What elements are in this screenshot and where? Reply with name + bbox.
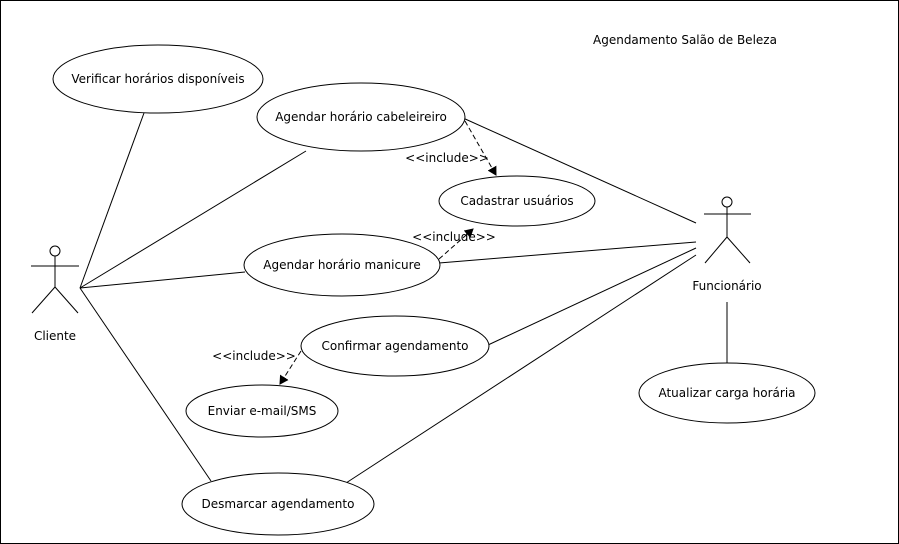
- assoc-cliente-verificar: [79, 112, 145, 289]
- assoc-cliente-agendar-manicure: [79, 271, 246, 289]
- use-case-atualizar-carga-label: Atualizar carga horária: [658, 386, 795, 400]
- use-case-cadastrar-usuarios-label: Cadastrar usuários: [460, 194, 573, 208]
- use-case-agendar-manicure[interactable]: Agendar horário manicure: [243, 233, 441, 297]
- use-case-verificar[interactable]: Verificar horários disponíveis: [52, 44, 264, 114]
- assoc-funcionario-agendar-cabeleireiro: [462, 117, 697, 224]
- use-case-desmarcar-agendamento-label: Desmarcar agendamento: [202, 497, 355, 511]
- include-arrow-cadastrar: [464, 120, 497, 176]
- include-dependencies: [279, 120, 497, 385]
- include-arrow-enviar: [279, 350, 302, 385]
- diagram-title: Agendamento Salão de Beleza: [593, 33, 777, 47]
- use-case-atualizar-carga[interactable]: Atualizar carga horária: [638, 362, 816, 424]
- use-case-verificar-label: Verificar horários disponíveis: [71, 72, 244, 86]
- use-case-desmarcar-agendamento[interactable]: Desmarcar agendamento: [181, 472, 375, 536]
- use-case-agendar-cabeleireiro[interactable]: Agendar horário cabeleireiro: [256, 82, 466, 152]
- use-case-enviar-email[interactable]: Enviar e-mail/SMS: [185, 384, 339, 438]
- actor-funcionario-label: Funcionário: [692, 279, 761, 293]
- use-case-confirmar-agendamento-label: Confirmar agendamento: [321, 339, 468, 353]
- actor-cliente[interactable]: [31, 245, 79, 314]
- assoc-funcionario-confirmar: [487, 247, 697, 346]
- actor-cliente-label: Cliente: [34, 329, 76, 343]
- actor-cliente-head: [49, 245, 61, 257]
- assoc-cliente-agendar-cabeleireiro: [79, 150, 307, 289]
- assoc-cliente-desmarcar: [79, 287, 212, 482]
- use-case-confirmar-agendamento[interactable]: Confirmar agendamento: [300, 315, 490, 377]
- use-case-agendar-manicure-label: Agendar horário manicure: [263, 258, 420, 272]
- actor-funcionario[interactable]: [704, 196, 751, 264]
- use-case-agendar-cabeleireiro-label: Agendar horário cabeleireiro: [275, 110, 447, 124]
- actor-funcionario-head: [721, 196, 733, 208]
- include-label-3: <<include>>: [212, 349, 296, 363]
- include-label-1: <<include>>: [405, 151, 489, 165]
- use-case-cadastrar-usuarios[interactable]: Cadastrar usuários: [438, 175, 596, 227]
- use-case-enviar-email-label: Enviar e-mail/SMS: [208, 404, 317, 418]
- assoc-funcionario-desmarcar: [345, 254, 697, 484]
- assoc-funcionario-agendar-manicure: [438, 241, 697, 264]
- include-label-2: <<include>>: [412, 230, 496, 244]
- associations: [79, 112, 728, 484]
